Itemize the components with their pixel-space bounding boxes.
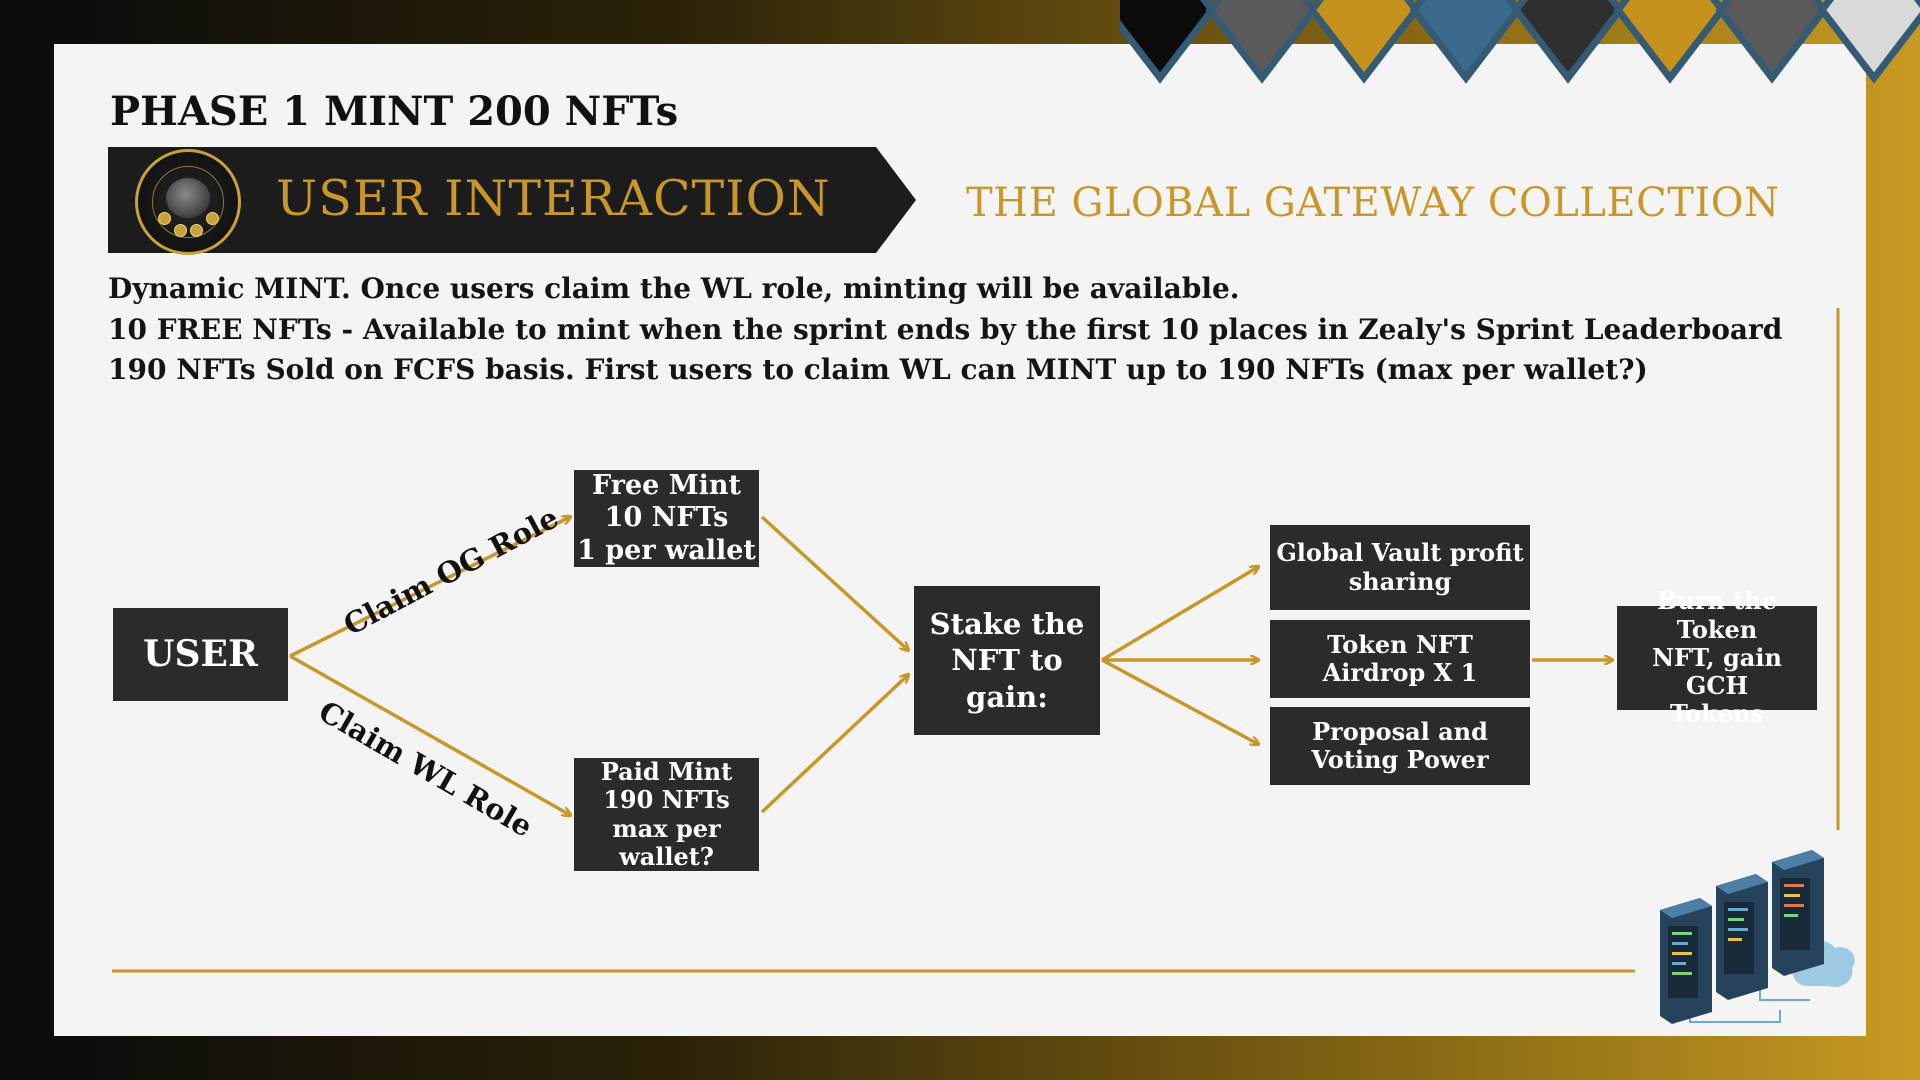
description-line: 190 NFTs Sold on FCFS basis. First users… [108, 353, 1648, 386]
globe-icon [166, 178, 210, 218]
coin-icon [174, 224, 187, 237]
server-cloud-illustration-icon [1660, 850, 1855, 1024]
node-token-airdrop: Token NFT Airdrop X 1 [1270, 620, 1530, 698]
coin-icon [206, 212, 219, 225]
description-line: 10 FREE NFTs - Available to mint when th… [108, 313, 1783, 346]
global-crypto-hub-logo-icon [135, 149, 241, 255]
decorative-diamond-strip [1120, 0, 1920, 84]
decorative-diamond [1817, 0, 1920, 84]
description-line: Dynamic MINT. Once users claim the WL ro… [108, 272, 1240, 305]
coin-icon [190, 224, 203, 237]
node-proposal-voting: Proposal and Voting Power [1270, 707, 1530, 785]
arrow-user-to-paid [289, 654, 570, 815]
banner-title: USER INTERACTION [276, 170, 831, 227]
arrow-free-to-stake [760, 515, 908, 650]
arrow-user-to-free [289, 517, 570, 658]
node-paid-mint: Paid Mint 190 NFTs max per wallet? [574, 757, 759, 871]
phase-title: PHASE 1 MINT 200 NFTs [110, 88, 679, 135]
node-free-mint: Free Mint 10 NFTs 1 per wallet [574, 470, 759, 567]
node-vault-profit-sharing: Global Vault profit sharing [1270, 525, 1530, 610]
arrow-stake-to-voting [1101, 658, 1258, 744]
node-stake: Stake the NFT to gain: [914, 586, 1100, 735]
section-banner [108, 147, 916, 253]
arrow-paid-to-stake [760, 675, 908, 814]
coin-icon [158, 212, 171, 225]
node-burn-token: Burn the Token NFT, gain GCH Tokens [1617, 587, 1817, 728]
collection-title: THE GLOBAL GATEWAY COLLECTION [966, 180, 1780, 226]
arrow-stake-to-vault [1101, 567, 1258, 662]
node-user: USER [113, 608, 288, 701]
